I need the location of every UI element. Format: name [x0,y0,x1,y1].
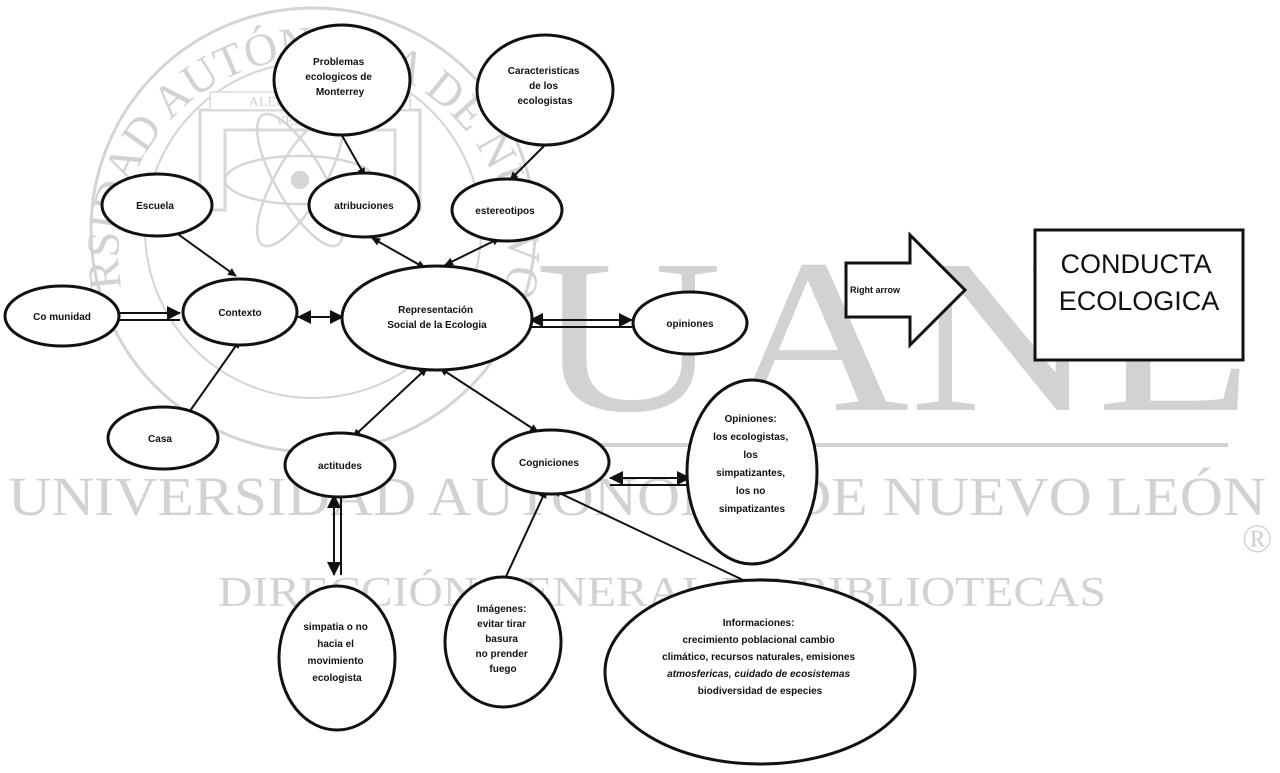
node-casa: Casa [106,405,220,471]
node-informaciones: Informaciones: crecimiento poblacional c… [603,578,917,766]
seal-arc-text: UNIVERSIDAD AUTÓNOMA DE NUEVO LEÓN [0,0,550,303]
node-label: Contexto [218,308,261,319]
watermark-university: UNIVERSIDAD AUTÓNOMA DE NUEVO LEÓN [8,466,1266,527]
node-label: Representación Social de la Ecologia [387,305,487,331]
node-estereotipos: estereotipos [450,177,564,243]
right-arrow-label: Right arrow [850,285,901,295]
node-simpatia: simpatia o no hacia el movimiento ecolog… [277,584,397,732]
node-label: Informaciones: crecimiento poblacional c… [662,618,858,697]
node-cogniciones: Cogniciones [491,428,611,496]
node-opiniones-grupo: Opiniones: los ecologistas, los simpatiz… [685,378,819,566]
node-label: actitudes [318,461,362,472]
node-actitudes: actitudes [283,431,397,499]
node-label: Opiniones: los ecologistas, los simpatiz… [713,414,791,515]
node-label: simpatia o no hacia el movimiento ecolog… [303,622,370,684]
node-imagenes: Imágenes: evitar tirar basura no prender… [443,575,563,709]
node-contexto: Contexto [181,277,299,347]
node-escuela: Escuela [100,172,214,238]
node-label: estereotipos [475,206,535,217]
node-representacion: Representación Social de la Ecologia [340,264,534,372]
watermark-registered: ® [1242,516,1272,561]
diagram-edges [118,131,761,589]
node-label: Imágenes: evitar tirar basura no prender… [475,604,530,675]
right-arrow-shape: Right arrow [844,231,968,349]
node-label: Caracteristicas de los ecologistas [508,66,583,107]
node-opiniones: opiniones [631,290,749,356]
node-label: atribuciones [334,201,394,212]
node-label: Casa [148,434,172,445]
node-atribuciones: atribuciones [307,171,421,239]
node-label: Co munidad [33,312,91,323]
node-label: Cogniciones [519,458,579,469]
node-label: opiniones [666,319,714,330]
conducta-ecologica-box: CONDUCTA ECOLOGICA [1033,228,1245,362]
conducta-ecologica-label: CONDUCTA ECOLOGICA [1059,249,1220,316]
node-caracteristicas: Caracteristicas de los ecologistas [475,33,615,147]
node-comunidad: Co munidad [3,284,121,348]
node-label: Escuela [136,201,174,212]
node-problemas: Problemas ecologicos de Monterrey [272,23,412,137]
node-label: Problemas ecologicos de Monterrey [305,57,374,98]
